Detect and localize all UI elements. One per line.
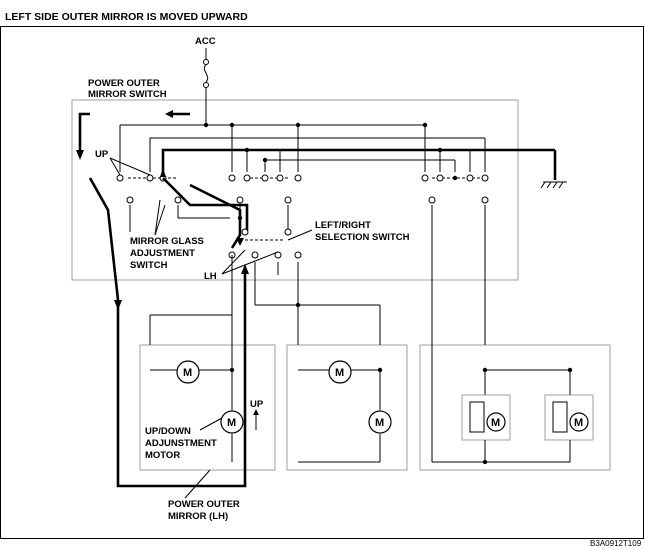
diagram-title: LEFT SIDE OUTER MIRROR IS MOVED UPWARD xyxy=(5,11,248,23)
rh-vertical-motor: M xyxy=(298,370,392,463)
heater-box xyxy=(419,344,611,471)
power-mirror-label-1: POWER OUTER xyxy=(168,499,240,510)
motor-symbol-lh-v: M xyxy=(227,417,236,429)
switch-box xyxy=(71,99,519,281)
figure-code: B3A0912T109 xyxy=(590,539,642,548)
lh-horizontal-motor: M xyxy=(150,360,232,384)
selection-switch-label-2: SELECTION SWITCH xyxy=(315,232,410,243)
diagram-border xyxy=(0,26,644,539)
power-switch-label-2: MIRROR SWITCH xyxy=(88,89,167,100)
updown-motor-label-1: UP/DOWN xyxy=(145,426,191,437)
lh-updown-motor: M xyxy=(220,255,244,462)
junction-dots xyxy=(203,122,573,465)
up-switch-label: UP xyxy=(95,149,109,160)
power-mirror-label-2: MIRROR (LH) xyxy=(168,511,228,522)
updown-motor-label-2: ADJUNSTMENT xyxy=(145,438,217,449)
motor-symbol-rh-h: M xyxy=(335,367,344,379)
motor-symbol-heater-r: M xyxy=(574,417,583,429)
acc-label: ACC xyxy=(195,36,216,47)
ground-symbol xyxy=(540,150,567,189)
rh-horizontal-motor: M xyxy=(298,360,380,384)
current-path xyxy=(78,112,555,488)
updown-motor-label-3: MOTOR xyxy=(145,450,180,461)
mirror-lh-box xyxy=(139,344,276,471)
fuse xyxy=(203,48,209,125)
mirror-glass-label-2: ADJUSTMENT xyxy=(130,248,195,259)
motor-symbol-heater-l: M xyxy=(491,417,500,429)
current-arrows xyxy=(76,110,249,310)
mirror-glass-label-3: SWITCH xyxy=(130,260,168,271)
heater-unit-right: M xyxy=(544,370,594,462)
selection-switch-label-1: LEFT/RIGHT xyxy=(315,220,371,231)
up-arrow-label: UP xyxy=(250,399,264,410)
motor-symbol-lh-h: M xyxy=(183,367,192,379)
switch-linkages xyxy=(128,177,485,241)
switch-wiring xyxy=(119,124,486,345)
heater-unit-left: M xyxy=(431,345,570,463)
mirror-glass-label-1: MIRROR GLASS xyxy=(130,236,204,247)
power-switch-label-1: POWER OUTER xyxy=(88,78,160,89)
lh-label: LH xyxy=(204,271,217,282)
mirror-rh-box xyxy=(286,344,408,471)
motor-symbol-rh-v: M xyxy=(375,417,384,429)
